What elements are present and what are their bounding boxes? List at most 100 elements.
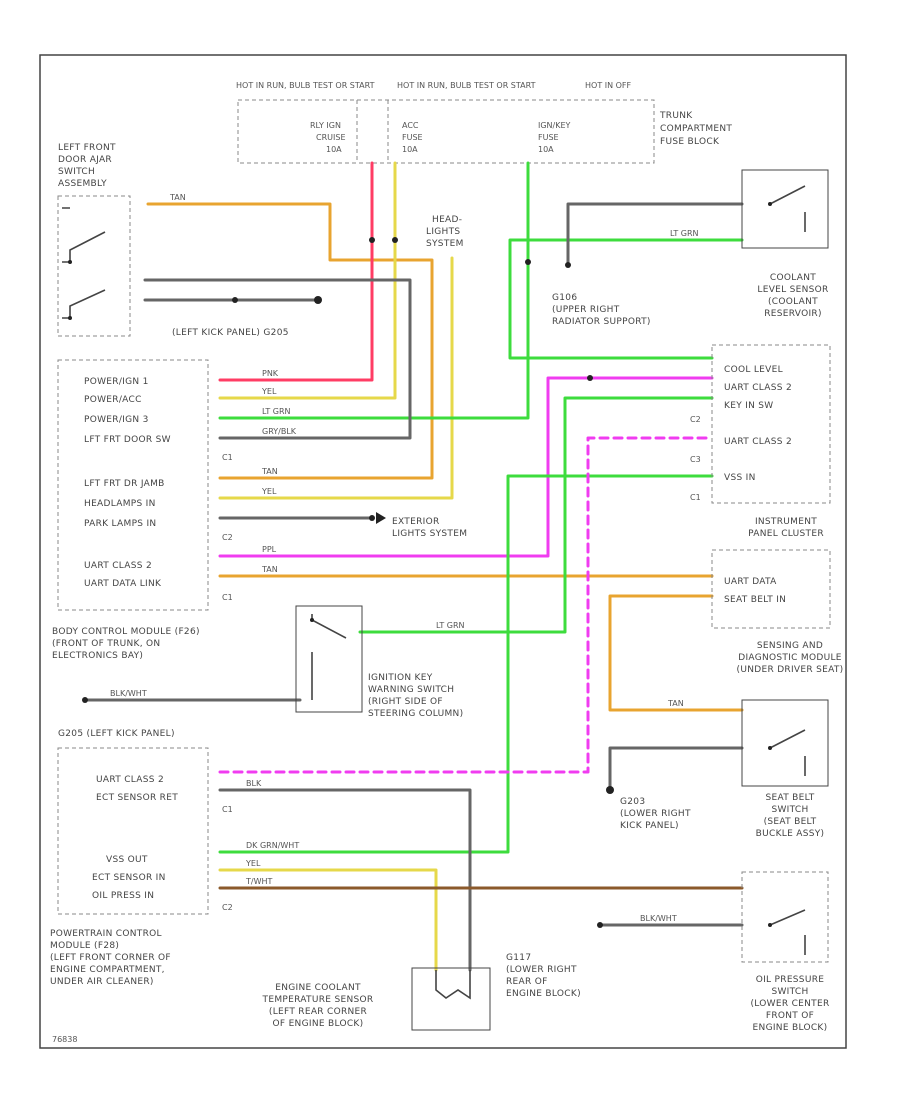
instrument-panel-cluster: COOL LEVEL UART CLASS 2 KEY IN SW C2 UAR… [690,344,831,629]
pcm-pin-1: UART CLASS 2 [96,775,164,785]
g117-3: REAR OF [506,977,548,987]
ipc-title-1: INSTRUMENT [755,517,817,527]
diagram-frame [39,54,847,1049]
ign-key-2: WARNING SWITCH [368,685,454,695]
bcm-pin-5: LFT FRT DR JAMB [84,479,165,489]
oil-1: OIL PRESSURE [756,975,825,985]
g203-1: G203 [620,797,645,807]
fuse2-l3: 10A [402,145,418,154]
ect-sensor: ENGINE COOLANT TEMPERATURE SENSOR (LEFT … [262,967,491,1031]
pcm-title-5: UNDER AIR CLEANER) [50,977,154,987]
pcm-conn-c1: C1 [222,805,233,814]
pcm-title-1: POWERTRAIN CONTROL [50,929,162,939]
ajar-title-4: ASSEMBLY [58,179,107,189]
coolant-1: COOLANT [770,273,816,283]
splice-dots [82,237,614,928]
wire-label-ppl: PPL [262,545,277,554]
pcm-pin-5: OIL PRESS IN [92,891,154,901]
oil-3: (LOWER CENTER [750,999,829,1009]
wire-label-yel-1: YEL [261,387,277,396]
fuse3-l3: 10A [538,145,554,154]
wire-label-tan-3: TAN [261,565,278,574]
ipc-pin-5: VSS IN [724,473,756,483]
pcm-pin-3: VSS OUT [106,855,148,865]
wire-label-dkgrn: DK GRN/WHT [246,841,299,850]
bcm-title-2: (FRONT OF TRUNK, ON [52,639,160,649]
coolant-level-sensor: COOLANT LEVEL SENSOR (COOLANT RESERVOIR) [741,169,829,319]
pcm-conn-c2: C2 [222,903,233,912]
wire-label-tan-1: TAN [169,193,186,202]
ext-lights-1: EXTERIOR [392,517,440,527]
trunk-fuse-block: HOT IN RUN, BULB TEST OR START HOT IN RU… [236,81,732,164]
wire-label-blkwht-2: BLK/WHT [640,914,677,923]
door-ajar-switch: LEFT FRONT DOOR AJAR SWITCH ASSEMBLY (LE… [57,143,288,338]
wire-label-yel-2: YEL [261,487,277,496]
headlights-2: LIGHTS [426,227,460,237]
ipc-pin-1: COOL LEVEL [724,365,783,375]
oil-4: FRONT OF [766,1011,814,1021]
bcm-pin-9: UART DATA LINK [84,579,162,589]
pcm-title-4: ENGINE COMPARTMENT, [50,965,165,975]
ipc-pin-4: UART CLASS 2 [724,437,792,447]
wire-label-grayblk: GRY/BLK [262,427,297,436]
wire-label-tan-4: TAN [667,699,684,708]
figure-id: 76838 [52,1035,77,1044]
ect-3: (LEFT REAR CORNER [269,1007,367,1017]
seat-belt-2: SWITCH [771,805,808,815]
ajar-title-2: DOOR AJAR [58,155,112,165]
bcm-pin-2: POWER/ACC [84,395,142,405]
bcm-title-3: ELECTRONICS BAY) [52,651,143,661]
body-control-module: POWER/IGN 1 POWER/ACC POWER/IGN 3 LFT FR… [52,359,233,661]
ground-g106: G106 (UPPER RIGHT RADIATOR SUPPORT) [552,293,651,327]
ipc-pin-6: UART DATA [724,577,777,587]
fuse-block-title-3: FUSE BLOCK [660,137,720,147]
ipc-pin-3: KEY IN SW [724,401,774,411]
wire-label-blkwht: BLK/WHT [110,689,147,698]
pcm-pin-2: ECT SENSOR RET [96,793,178,803]
ground-g117: G117 (LOWER RIGHT REAR OF ENGINE BLOCK) [506,953,581,999]
bcm-pin-6: HEADLAMPS IN [84,499,156,509]
ipc-conn-c3: C3 [690,455,701,464]
bcm-conn-c2: C2 [222,533,233,542]
wire-labels: TAN PNK YEL LT GRN GRY/BLK TAN YEL PPL T… [110,193,699,923]
ign-key-1: IGNITION KEY [368,673,433,683]
g117-4: ENGINE BLOCK) [506,989,581,999]
wire-label-pnk: PNK [262,369,279,378]
coolant-4: RESERVOIR) [764,309,822,319]
wire-label-blk: BLK [246,779,262,788]
wire-label-yel-3: YEL [245,859,261,868]
bcm-pin-7: PARK LAMPS IN [84,519,156,529]
ect-2: TEMPERATURE SENSOR [262,995,374,1005]
g203-3: KICK PANEL) [620,821,679,831]
ipc-title-2: PANEL CLUSTER [748,529,824,539]
bcm-pin-4: LFT FRT DOOR SW [84,435,171,445]
sdm-3: (UNDER DRIVER SEAT) [737,665,844,675]
fuse-block-title-2: COMPARTMENT [660,124,732,134]
bcm-title-1: BODY CONTROL MODULE (F26) [52,627,200,637]
g106-2: (UPPER RIGHT [552,305,620,315]
pcm-title-2: MODULE (F28) [50,941,119,951]
fuse-block-title-1: TRUNK [659,111,693,121]
ect-4: OF ENGINE BLOCK) [273,1019,364,1029]
sdm-2: DIAGNOSTIC MODULE [738,653,842,663]
ipc-conn-c2: C2 [690,415,701,424]
wire-label-tan-2: TAN [261,467,278,476]
g117-2: (LOWER RIGHT [506,965,577,975]
headlights-1: HEAD- [432,215,462,225]
ignition-key-switch: IGNITION KEY WARNING SWITCH (RIGHT SIDE … [295,605,463,719]
oil-5: ENGINE BLOCK) [753,1023,828,1033]
g203-2: (LOWER RIGHT [620,809,691,819]
fuse1-l2: CRUISE [316,133,346,142]
pcm-pin-4: ECT SENSOR IN [92,873,166,883]
oil-pressure-switch: OIL PRESSURE SWITCH (LOWER CENTER FRONT … [741,871,829,1033]
g106-3: RADIATOR SUPPORT) [552,317,651,327]
coolant-2: LEVEL SENSOR [757,285,828,295]
wire-label-tanblk: T/WHT [245,877,273,886]
ipc-conn-c1: C1 [690,493,701,502]
hot-label-1: HOT IN RUN, BULB TEST OR START [236,81,375,90]
bcm-conn-c1: C1 [222,453,233,462]
bcm-pin-3: POWER/IGN 3 [84,415,149,425]
coolant-3: (COOLANT [768,297,818,307]
ect-1: ENGINE COOLANT [275,983,361,993]
